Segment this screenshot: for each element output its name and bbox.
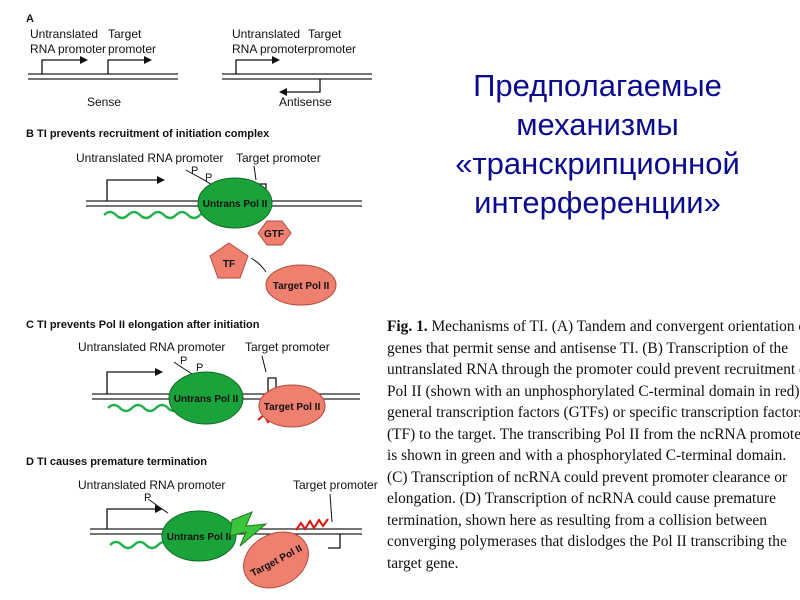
panel-c-untranslated-arrowhead xyxy=(155,368,163,376)
antisense-target-arrowhead xyxy=(279,88,287,96)
sense-target-arrowhead xyxy=(144,56,152,64)
sense-target-label-1: Target xyxy=(108,27,142,41)
panel-b-phospho-1: P xyxy=(191,165,198,177)
panel-b-title: B TI prevents recruitment of initiation … xyxy=(26,128,270,140)
panel-d-phospho: P xyxy=(144,492,151,504)
caption-line-8: (C) Transcription of ncRNA could prevent… xyxy=(387,468,788,486)
sense-untranslated-label-2: RNA promoter xyxy=(30,42,106,56)
sense-untranslated-label-1: Untranslated xyxy=(30,27,98,41)
antisense-label: Antisense xyxy=(279,95,332,109)
caption-line-11: converging polymerases that dislodges th… xyxy=(387,533,787,550)
panel-c-untranslated-arrow xyxy=(106,371,156,394)
panel-d-target-rna xyxy=(295,518,329,531)
panel-c-nascent-rna xyxy=(107,403,181,413)
panel-b-target-pointer xyxy=(253,165,257,181)
caption-line-6: (TF) to the target. The transcribing Pol… xyxy=(387,425,800,443)
sense-untranslated-arrowhead xyxy=(80,56,88,64)
antisense-dna-strand xyxy=(222,73,372,80)
panel-b-target-ctd xyxy=(250,257,267,273)
panel-b-untrans-pol-ii xyxy=(197,177,273,229)
panel-b-phospho-2: P xyxy=(205,172,212,184)
panel-c-target-promoter-mark xyxy=(267,377,277,394)
panel-b-tf-label: TF xyxy=(223,259,235,270)
panel-c-phospho-2: P xyxy=(196,362,203,374)
caption-line-1: Fig. 1. Mechanisms of TI. (A) Tandem and… xyxy=(387,316,800,338)
panel-b-ctd-tail xyxy=(185,169,213,186)
panel-b-target-pol-ii xyxy=(265,264,337,306)
antisense-untranslated-arrowhead xyxy=(272,56,280,64)
panel-b-untrans-pol-label: Untrans Pol II xyxy=(203,199,268,210)
panel-c-untrans-pol-label: Untrans Pol II xyxy=(174,394,239,405)
slide-title-line-2: механизмы xyxy=(516,107,679,142)
panel-d-title: D TI causes premature termination xyxy=(26,456,207,468)
sense-dna-strand xyxy=(28,73,178,80)
panel-b-tf-pentagon xyxy=(209,242,249,279)
panel-a-letter: A xyxy=(26,13,34,25)
caption-line-12: target gene. xyxy=(387,554,459,572)
panel-b: B TI prevents recruitment of initiation … xyxy=(26,128,362,306)
sense-target-arrow xyxy=(107,59,146,74)
caption-heading: Fig. 1. xyxy=(387,318,428,335)
panel-d-untrans-pol-label: Untrans Pol II xyxy=(167,532,232,543)
caption-line-10: termination, shown here as resulting fro… xyxy=(387,511,767,529)
caption-line-7: is shown in green and with a phosphoryla… xyxy=(387,447,787,464)
panel-d-untranslated-arrow xyxy=(106,508,156,529)
figure-caption: Fig. 1. Mechanisms of TI. (A) Tandem and… xyxy=(387,316,800,574)
panel-c-title: C TI prevents Pol II elongation after in… xyxy=(26,319,260,331)
panel-c-target-pol-label: Target Pol II xyxy=(264,402,321,413)
panel-c-untranslated-promoter-label: Untranslated RNA promoter xyxy=(78,340,225,354)
antisense-untranslated-arrow xyxy=(235,59,274,74)
panel-d-target-promoter-mark xyxy=(328,534,341,549)
antisense-target-label-2: promoter xyxy=(308,42,356,56)
slide-title-line-3: «транскрипционной xyxy=(455,146,740,181)
panel-c: C TI prevents Pol II elongation after in… xyxy=(26,319,360,428)
panel-c-phospho-1: P xyxy=(180,355,187,367)
caption-line-1-text: Mechanisms of TI. (A) Tandem and converg… xyxy=(427,318,800,335)
panel-b-untranslated-arrow xyxy=(106,179,158,201)
sense-untranslated-arrow xyxy=(41,59,82,74)
slide-title: Предполагаемые механизмы «транскрипционн… xyxy=(425,66,770,222)
panel-d-target-pointer xyxy=(329,493,333,523)
caption-line-2: genes that permit sense and antisense TI… xyxy=(387,339,789,357)
caption-line-3: untranslated RNA through the promoter co… xyxy=(387,361,800,378)
slide-title-line-4: интерференции» xyxy=(474,185,721,220)
panel-b-nascent-rna xyxy=(103,210,213,220)
panel-c-target-promoter-label: Target promoter xyxy=(245,340,330,354)
panel-d-untrans-pol-ii xyxy=(161,510,237,562)
panel-d-untranslated-promoter-label: Untranslated RNA promoter xyxy=(78,478,225,492)
panel-c-untrans-pol-ii xyxy=(168,371,244,425)
sense-label: Sense xyxy=(87,95,121,109)
panel-b-target-promoter-label: Target promoter xyxy=(236,151,321,165)
panel-b-gtf-hexagon xyxy=(257,220,292,246)
caption-line-4: Pol II (shown with an unphosphorylated C… xyxy=(387,382,800,400)
antisense-target-arrow xyxy=(286,79,321,93)
slide-title-line-1: Предполагаемые xyxy=(473,68,722,103)
panel-d: D TI causes premature termination Untran… xyxy=(26,456,378,589)
panel-b-gtf-label: GTF xyxy=(264,229,284,240)
panel-d-untranslated-arrowhead xyxy=(155,505,163,513)
caption-line-5: general transcription factors (GTFs) or … xyxy=(387,404,800,421)
antisense-target-label-1: Target xyxy=(308,27,342,41)
caption-line-9: elongation. (D) Transcription of ncRNA c… xyxy=(387,490,776,507)
panel-d-target-pol-ii xyxy=(243,531,309,589)
antisense-untranslated-label-2: RNA promoter xyxy=(232,42,308,56)
panel-b-untranslated-arrowhead xyxy=(157,176,165,184)
panel-c-target-pol-ii xyxy=(258,384,326,428)
sense-target-label-2: promoter xyxy=(108,42,156,56)
panel-b-untranslated-promoter-label: Untranslated RNA promoter xyxy=(76,151,223,165)
panel-b-target-pol-label: Target Pol II xyxy=(273,281,330,292)
panel-d-ctd-tail xyxy=(147,498,169,514)
panel-d-target-promoter-label: Target promoter xyxy=(293,478,378,492)
antisense-untranslated-label-1: Untranslated xyxy=(232,27,300,41)
panel-d-collision-bolt xyxy=(229,511,268,547)
panel-a: A Untranslated RNA promoter Target promo… xyxy=(26,13,372,109)
panel-c-target-pointer xyxy=(261,355,267,373)
